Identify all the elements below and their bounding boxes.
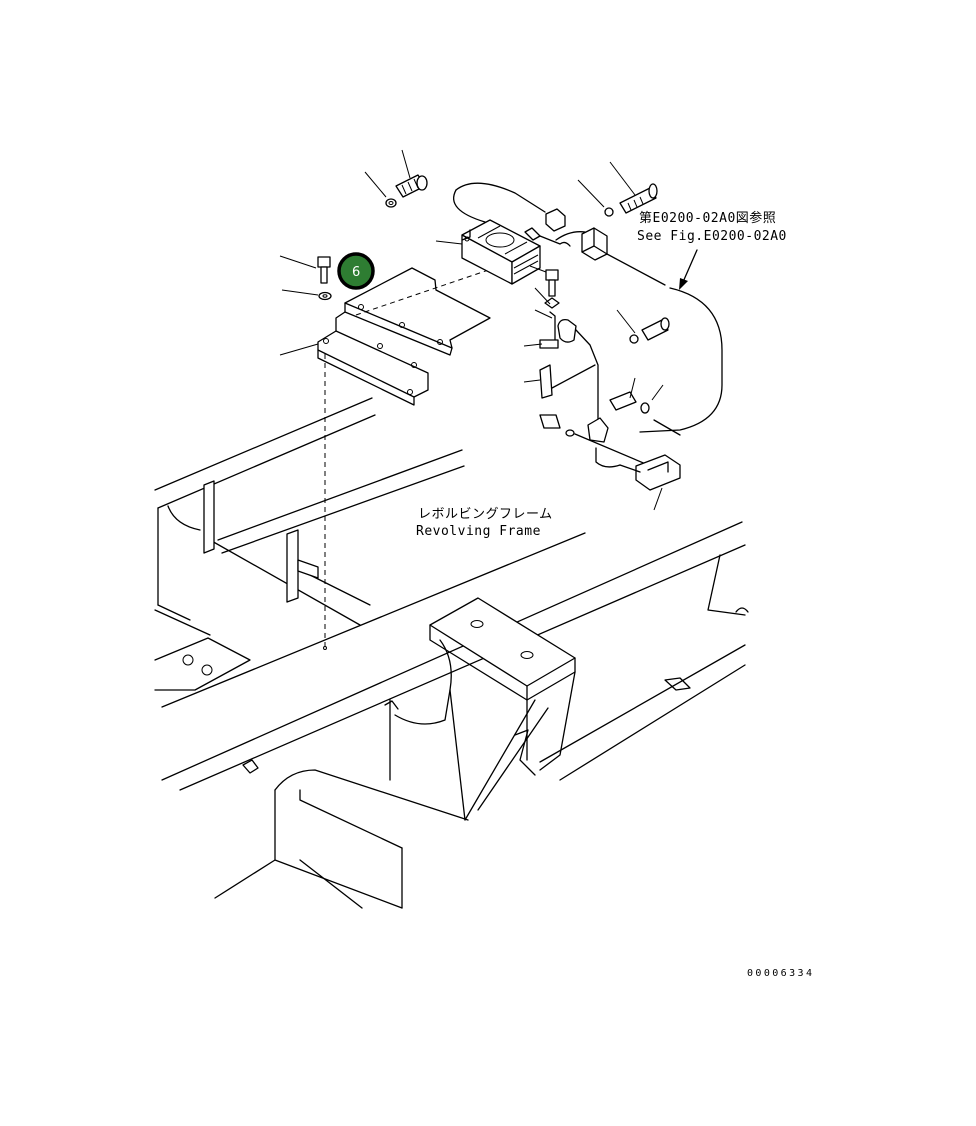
bracket-assembly [317, 174, 723, 650]
callout-circle[interactable] [337, 252, 375, 290]
callout-number: 6 [352, 265, 360, 280]
reference-label-english: See Fig.E0200-02A0 [637, 229, 787, 244]
revolving-frame [154, 397, 749, 909]
callout-marker[interactable]: 6 [337, 252, 375, 290]
bolt-upper-left [385, 174, 428, 208]
bolt-vertical-left [317, 256, 332, 301]
leader-lines [279, 149, 698, 511]
frame-label-english: Revolving Frame [416, 524, 541, 539]
frame-label-japanese: レボルビングフレーム [418, 507, 553, 522]
bolt-upper-right [604, 183, 658, 217]
bolt-vertical-mid [544, 269, 560, 309]
drawing-code: 00006334 [747, 968, 814, 979]
reference-label-japanese: 第E0200-02A0図参照 [639, 210, 776, 226]
bolt-mid-right [629, 317, 670, 344]
